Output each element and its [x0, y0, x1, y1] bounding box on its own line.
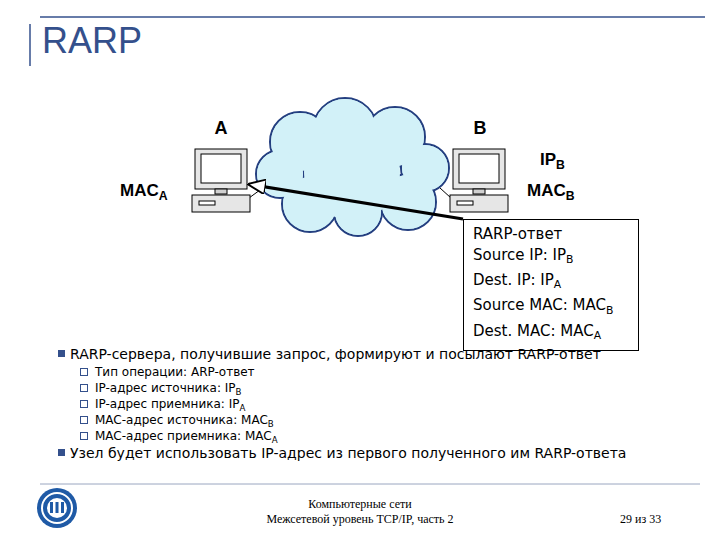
university-logo	[37, 488, 77, 528]
message-field: Dest. IP: IP	[473, 271, 554, 289]
bullet-text: RARP-сервера, получившие запрос, формиру…	[70, 346, 601, 362]
computer-node: B	[451, 148, 509, 214]
footer-text-group: Компьютерные сети	[0, 497, 720, 512]
host-name: A	[193, 118, 249, 139]
host-name: B	[451, 118, 509, 139]
address-label: MAC	[527, 181, 566, 200]
bullet-text: Узел будет использовать IP-адрес из перв…	[70, 445, 626, 461]
message-field: Source MAC: MAC	[473, 296, 606, 314]
text-line: Source MAC: MACB	[473, 295, 629, 320]
subscript: B	[566, 253, 573, 266]
subscript: B	[606, 304, 613, 317]
message-box: RARP-ответSource IP: IPBDest. IP: IPASou…	[463, 219, 639, 351]
subscript: A	[554, 278, 561, 291]
address-label-group: IPB	[540, 150, 565, 172]
footer-text: Компьютерные сети	[308, 497, 411, 511]
subscript: B	[268, 419, 274, 429]
address-label: IP	[540, 150, 556, 169]
frame-line	[40, 16, 705, 18]
bullet-markers	[58, 350, 88, 456]
subscript: A	[159, 189, 168, 203]
sub-bullet-text-group: MAC-адрес источника: MACB	[95, 412, 274, 432]
text-line: Dest. MAC: MACA	[473, 321, 629, 346]
sub-bullet-text-group: MAC-адрес приемника: MACA	[95, 428, 278, 448]
page-number-group: 29 из 33	[620, 512, 661, 527]
page-number: 29 из 33	[620, 512, 661, 526]
address-label-group: MACA	[120, 181, 168, 203]
subscript: A	[239, 403, 245, 413]
computer-icon	[449, 148, 509, 216]
footer-text: Межсетевой уровень TCP/IP, часть 2	[266, 512, 453, 526]
sub-bullet-text: IP-адрес приемника: IP	[95, 397, 239, 411]
sub-bullet-text-group: IP-адрес приемника: IPA	[95, 396, 245, 416]
frame-line	[29, 24, 31, 66]
sub-bullet-text-group: Тип операции: ARP-ответ	[95, 364, 255, 380]
footer-line	[40, 484, 700, 485]
address-label: MAC	[120, 181, 159, 200]
message-arrow	[249, 184, 463, 219]
address-label-group: MACB	[527, 181, 575, 203]
subscript: B	[566, 189, 575, 203]
sub-bullet-text: IP-адрес источника: IP	[95, 381, 236, 395]
computer-icon	[191, 148, 251, 216]
network-cloud	[256, 98, 449, 236]
slide-title: RARP	[42, 20, 142, 62]
bullet-text-group: Узел будет использовать IP-адрес из перв…	[70, 444, 626, 462]
subscript: B	[556, 158, 565, 172]
text-line: Source IP: IPB	[473, 245, 629, 270]
bullet-text-group: RARP-сервера, получившие запрос, формиру…	[70, 345, 601, 363]
sub-bullet-text-group: IP-адрес источника: IPB	[95, 380, 242, 400]
computer-node: A	[193, 148, 249, 214]
footer-text-group: Межсетевой уровень TCP/IP, часть 2	[0, 512, 720, 527]
message-field: Source IP: IP	[473, 246, 566, 264]
network-wire	[440, 188, 451, 198]
network-wire	[249, 190, 260, 198]
text-line: RARP-ответ	[473, 224, 629, 245]
sub-bullet-text: MAC-адрес приемника: MAC	[95, 429, 272, 443]
sub-bullet-text: MAC-адрес источника: MAC	[95, 413, 268, 427]
subscript: A	[272, 435, 278, 445]
sub-bullet-text: Тип операции: ARP-ответ	[95, 365, 255, 379]
message-field: Dest. MAC: MAC	[473, 322, 594, 340]
subscript: B	[236, 387, 242, 397]
subscript: A	[594, 329, 601, 342]
text-line: Dest. IP: IPA	[473, 270, 629, 295]
message-field: RARP-ответ	[473, 225, 562, 243]
